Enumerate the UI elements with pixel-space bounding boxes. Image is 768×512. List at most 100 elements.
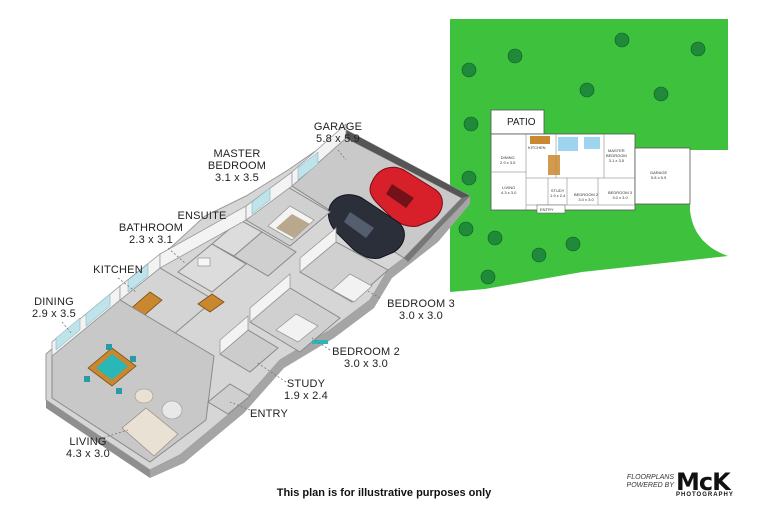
- site-study-size: 1.9 x 2.4: [550, 193, 566, 198]
- label-bedroom3: BEDROOM 3 3.0 x 3.0: [386, 298, 456, 322]
- site-bed2-size: 3.0 x 3.0: [578, 197, 594, 202]
- vanity: [197, 257, 211, 267]
- driveway: [690, 150, 728, 256]
- label-garage-size: 5.8 x 5.9: [316, 133, 360, 145]
- label-dining-name: DINING: [34, 296, 74, 308]
- label-bathroom-name: BATHROOM: [118, 222, 184, 234]
- label-dining: DINING 2.9 x 3.5: [24, 296, 84, 320]
- leader-lines: [61, 149, 381, 441]
- label-study: STUDY 1.9 x 2.4: [278, 378, 334, 402]
- tree: [463, 116, 479, 132]
- label-kitchen-name: KITCHEN: [93, 264, 143, 276]
- kitchen-bench-2: [197, 293, 225, 313]
- brand-mck-logo: McK: [676, 468, 731, 496]
- bedroom2-bed: [275, 313, 319, 343]
- leader-bathroom: [167, 247, 187, 265]
- label-bathroom: BATHROOM 2.3 x 3.1: [118, 222, 184, 246]
- site-bed2-label: BEDROOM 2 3.0 x 3.0: [574, 192, 598, 202]
- tree: [458, 221, 474, 237]
- hallway-floor: [548, 155, 560, 175]
- tree: [487, 230, 503, 246]
- site-master-name1: MASTER: [608, 148, 625, 153]
- label-master-bedroom: MASTER BEDROOM 3.1 x 3.5: [204, 148, 270, 184]
- house-interior: [491, 134, 635, 210]
- tree: [461, 170, 477, 186]
- leader-bedroom3: [365, 289, 381, 299]
- label-living: LIVING 4.3 x 3.0: [58, 436, 118, 460]
- site-master-size: 3.1 x 3.5: [608, 158, 624, 163]
- site-bed3-size: 3.0 x 3.0: [612, 195, 628, 200]
- tree: [653, 86, 669, 102]
- site-bed3-label: BEDROOM 3 3.0 x 3.0: [608, 190, 632, 200]
- entry-floor: [207, 383, 251, 415]
- round-rug: [161, 400, 183, 420]
- label-study-name: STUDY: [286, 378, 326, 390]
- armchair: [134, 388, 154, 404]
- site-bed3-name: BEDROOM 3: [608, 190, 633, 195]
- site-living-label: LIVING 4.3 x 3.0: [501, 185, 516, 195]
- site-dining-name: DINING: [500, 155, 515, 160]
- label-living-name: LIVING: [69, 436, 107, 448]
- label-kitchen: KITCHEN: [88, 264, 148, 276]
- floorplan-3d: [45, 123, 471, 478]
- label-dining-size: 2.9 x 3.5: [32, 308, 76, 320]
- site-study-name: STUDY: [550, 188, 565, 193]
- brand-logo: FLOORPLANS POWERED BY McK PHOTOGRAPHY: [606, 468, 756, 502]
- label-ensuite: ENSUITE: [172, 210, 232, 222]
- label-living-size: 4.3 x 3.0: [66, 448, 110, 460]
- entry-porch: [536, 204, 566, 214]
- label-garage-name: GARAGE: [313, 121, 363, 133]
- label-bedroom2-name: BEDROOM 2: [332, 346, 400, 358]
- label-master-name1: MASTER: [213, 148, 261, 160]
- site-master-name2: BEDROOM: [606, 153, 627, 158]
- brand-powered-line2: POWERED BY: [626, 482, 674, 489]
- brand-powered-line1: FLOORPLANS: [626, 474, 674, 481]
- label-master-name2: BEDROOM: [207, 160, 267, 172]
- leader-dining: [61, 321, 73, 335]
- dining-chairs: [84, 344, 136, 394]
- brand-photography: PHOTOGRAPHY: [676, 492, 734, 498]
- patio-area: [490, 109, 545, 135]
- bathroom-tiles: [558, 137, 578, 151]
- site-study-label: STUDY 1.9 x 2.4: [550, 188, 565, 198]
- site-living-name: LIVING: [502, 185, 516, 190]
- label-entry: ENTRY: [244, 408, 294, 420]
- windows: [55, 151, 319, 351]
- site-dining-size: 2.9 x 3.5: [500, 160, 516, 165]
- disclaimer-text: This plan is for illustrative purposes o…: [276, 487, 492, 499]
- ensuite-tiles: [584, 137, 600, 149]
- garage-area: [634, 147, 691, 205]
- label-bedroom3-name: BEDROOM 3: [387, 298, 455, 310]
- site-garage-size: 5.8 x 5.9: [650, 175, 667, 180]
- site-garage-label: GARAGE 5.8 x 5.9: [650, 170, 667, 180]
- label-garage: GARAGE 5.8 x 5.9: [308, 121, 368, 145]
- site-bed2-name: BEDROOM 2: [574, 192, 599, 197]
- label-bedroom2-size: 3.0 x 3.0: [344, 358, 388, 370]
- label-bedroom3-size: 3.0 x 3.0: [399, 310, 443, 322]
- site-dining-label: DINING 2.9 x 3.5: [500, 155, 515, 165]
- tree: [480, 269, 496, 285]
- red-car: [369, 166, 443, 227]
- label-entry-name: ENTRY: [249, 408, 289, 420]
- label-bathroom-size: 2.3 x 3.1: [129, 234, 173, 246]
- garage-wall: [346, 130, 470, 198]
- label-ensuite-name: ENSUITE: [177, 210, 227, 222]
- leader-living: [95, 429, 129, 441]
- bedroom3-bed: [331, 273, 373, 303]
- tree: [507, 48, 523, 64]
- tree: [614, 32, 630, 48]
- label-master-size: 3.1 x 3.5: [215, 172, 259, 184]
- tree: [461, 62, 477, 78]
- sofa: [121, 407, 179, 457]
- dining-table-top: [96, 354, 128, 380]
- leader-entry: [229, 401, 251, 411]
- tree: [690, 41, 706, 57]
- tree: [565, 236, 581, 252]
- bathroom-floor: [177, 243, 247, 293]
- trees: [458, 32, 706, 285]
- site-patio-label: PATIO: [507, 117, 536, 128]
- slab-edge: [46, 400, 150, 478]
- tree: [579, 82, 595, 98]
- tree: [531, 247, 547, 263]
